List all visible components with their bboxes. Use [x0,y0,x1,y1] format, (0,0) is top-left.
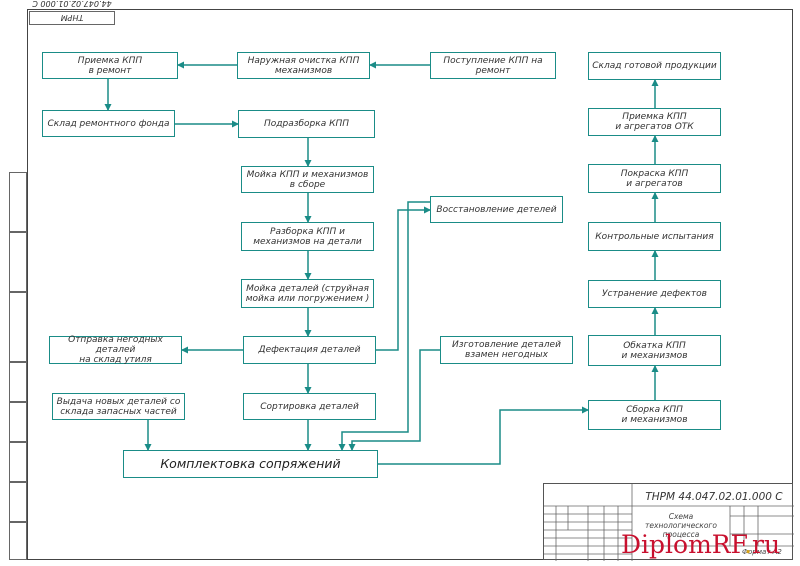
box-repair-fund: Склад ремонтного фонда [42,110,175,137]
box-restoration: Восстановление детелей [430,196,563,223]
box-sorting: Сортировка деталей [243,393,376,420]
box-scrap-shipping: Отправка негодных деталей на склад утиля [49,335,182,365]
box-finished-store: Склад готовой продукции [588,52,721,80]
title-block-grid [544,484,794,561]
arrow-kitting-to-assembly [378,406,589,465]
box-otk-acceptance: Приемка КПП и агрегатов ОТК [588,108,721,136]
box-new-parts: Выдача новых деталей со склада запасных … [52,393,185,420]
box-kitting: Комплектовка сопряжений [123,450,378,478]
watermark-logo: DiplomRF.ru [621,530,781,559]
box-receiving: Приемка КПП в ремонт [42,52,178,79]
box-partial-disassembly: Подразборка КПП [238,110,375,138]
title-block-name: Схема технологического процесса [645,511,717,539]
title-block: ТНРМ 44.047.02.01.000 С Схема технологич… [543,483,794,561]
box-defect-detection: Дефектация деталей [243,336,376,364]
box-disassembly: Разборка КПП и механизмов на детали [241,222,374,251]
box-painting: Покраска КПП и агрегатов [588,164,721,193]
arrow-defect-to-restoration [376,206,431,351]
arrow-manufacturing-to-kitting [348,349,440,451]
box-control-tests: Контрольные испытания [588,222,721,251]
box-washing-assembled: Мойка КПП и механизмов в сборе [241,166,374,193]
box-arrival: Поступление КПП на ремонт [430,52,556,79]
box-defect-elimination: Устранение дефектов [588,280,721,308]
title-block-code: ТНРМ 44.047.02.01.000 С [645,491,783,503]
box-assembly: Сборка КПП и механизмов [588,400,721,430]
box-break-in: Обкатка КПП и механизмов [588,335,721,366]
title-block-format: Формат А2 [742,548,782,556]
arrow-restoration-to-kitting [338,201,430,451]
box-outer-cleaning: Наружная очистка КПП механизмов [237,52,370,79]
box-parts-washing: Мойка деталей (струйная мойка или погруж… [241,279,374,308]
drawing-frame [27,9,793,560]
box-manufacturing: Изготовление деталей взамен негодных [440,336,573,364]
